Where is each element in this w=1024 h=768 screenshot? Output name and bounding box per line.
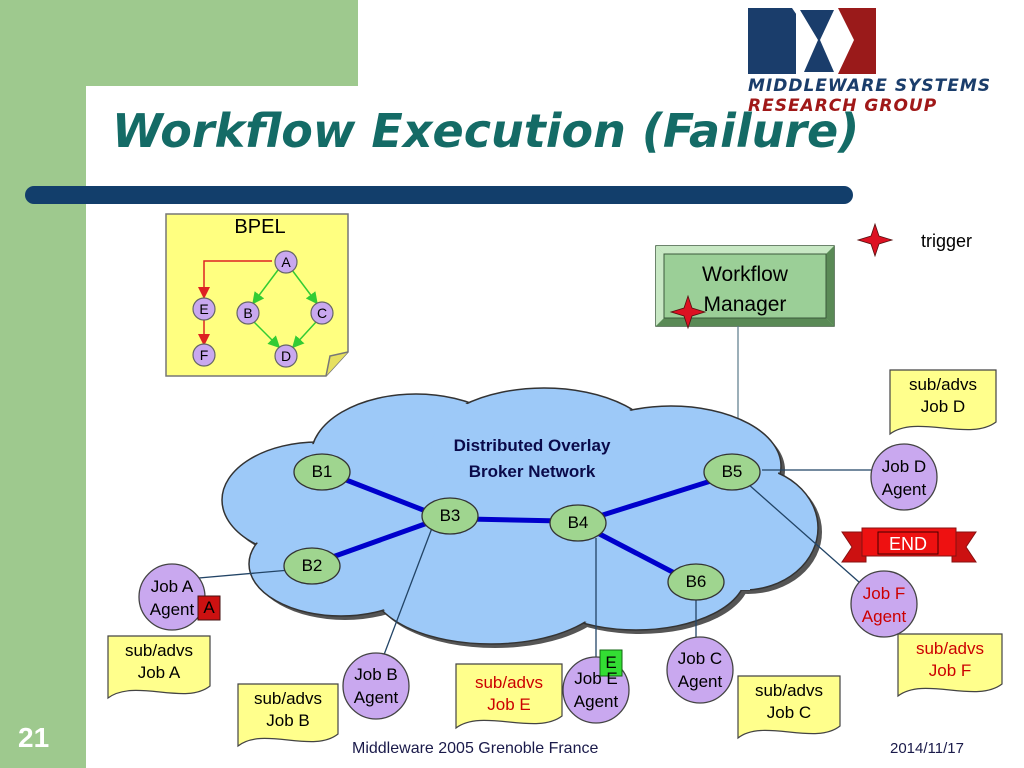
workflow-manager-label: Workflow Manager — [702, 263, 788, 316]
tag-e-box — [599, 649, 623, 677]
job-a-note — [107, 635, 211, 700]
bpel-node-c-label: C — [316, 305, 328, 321]
bpel-node-b-label: B — [243, 305, 253, 321]
bpel-node-b — [236, 301, 260, 325]
broker-b4-label: B4 — [567, 513, 589, 532]
broker-b5 — [703, 453, 761, 491]
bpel-node-a — [274, 250, 298, 274]
msrg-logo-icon — [748, 8, 876, 74]
broker-network-cloud — [221, 387, 822, 648]
broker-b1 — [293, 453, 351, 491]
broker-b2 — [283, 547, 341, 585]
top-band — [86, 0, 358, 86]
trigger-star-manager-icon — [669, 294, 707, 330]
bpel-node-f — [192, 343, 216, 367]
bpel-node-a-label: A — [281, 254, 291, 270]
broker-b6 — [667, 563, 725, 601]
trigger-star-icon — [856, 222, 894, 258]
job-f-agent — [850, 570, 918, 638]
job-c-agent — [666, 636, 734, 704]
cloud-label: Distributed Overlay Broker Network — [453, 436, 611, 481]
bpel-title: BPEL — [234, 216, 286, 238]
tag-e-label: E — [605, 653, 617, 672]
bpel-node-e-label: E — [199, 301, 209, 317]
tag-a-label: A — [203, 598, 215, 617]
tag-a-box — [197, 595, 221, 621]
footer-event: Middleware 2005 Grenoble France — [352, 740, 599, 757]
broker-b1-label: B1 — [311, 462, 333, 481]
broker-b4 — [549, 504, 607, 542]
bpel-node-c — [310, 301, 334, 325]
bpel-node-e — [192, 297, 216, 321]
logo-line-2: RESEARCH GROUP — [748, 96, 938, 116]
slide-title: Workflow Execution (Failure) — [112, 104, 860, 158]
job-b-note — [237, 683, 339, 748]
end-banner — [841, 527, 977, 563]
job-c-note — [737, 675, 841, 740]
job-d-note — [889, 369, 997, 436]
job-b-agent — [342, 652, 410, 720]
title-underline-bar — [25, 186, 853, 204]
end-banner-label: END — [888, 534, 927, 554]
logo-line-1: MIDDLEWARE SYSTEMS — [748, 76, 992, 96]
broker-b5-label: B5 — [721, 462, 743, 481]
job-f-note — [897, 633, 1003, 698]
slide-number: 21 — [18, 722, 50, 753]
job-e-note — [455, 663, 563, 730]
broker-b3-label: B3 — [439, 506, 461, 525]
bpel-node-f-label: F — [199, 347, 209, 363]
job-d-agent — [870, 443, 938, 511]
footer-date: 2014/11/17 — [890, 740, 964, 757]
bpel-node-d-label: D — [280, 348, 292, 364]
broker-b2-label: B2 — [301, 556, 323, 575]
sidebar-band — [0, 0, 86, 768]
bpel-node-d — [274, 344, 298, 368]
legend-trigger-label: trigger — [920, 231, 973, 251]
broker-b3 — [421, 497, 479, 535]
broker-b6-label: B6 — [685, 572, 707, 591]
